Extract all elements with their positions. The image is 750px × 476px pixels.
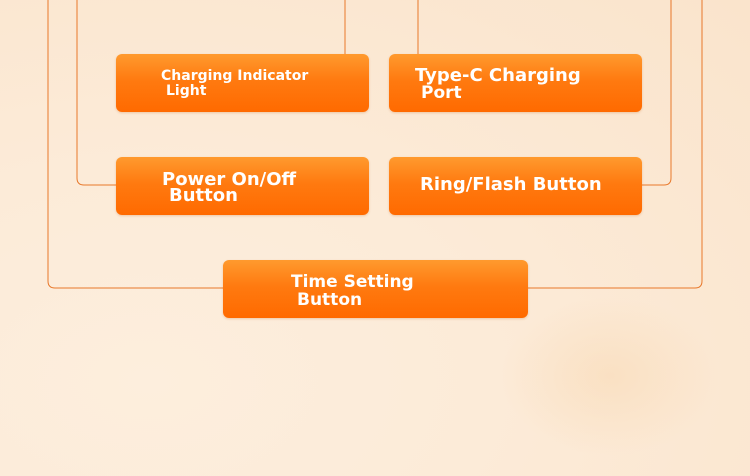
charging-indicator-line1: Charging Indicator (161, 67, 309, 84)
ring-flash-line1: Ring/Flash Button (420, 174, 602, 195)
connector-time-setting-right (528, 0, 703, 289)
type-c-charging-port-label: Type-C Charging Port (389, 54, 642, 112)
time-setting-button-label: Time Setting Button (223, 260, 528, 318)
connector-power-button (76, 0, 116, 186)
charging-indicator-line2: Light (166, 82, 207, 99)
connector-time-setting-left (47, 0, 223, 289)
time-setting-line1: Time Setting (291, 271, 414, 292)
power-on-off-button-label: Power On/Off Button (116, 157, 369, 215)
charging-indicator-light-label: Charging Indicator Light (116, 54, 369, 112)
power-line2: Button (169, 185, 238, 206)
time-setting-line2: Button (297, 289, 363, 310)
connector-ring-flash-button (642, 0, 672, 186)
background-glow (500, 296, 720, 456)
power-line1: Power On/Off (162, 169, 297, 190)
ring-flash-button-label: Ring/Flash Button (389, 157, 642, 215)
type-c-line2: Port (421, 82, 462, 103)
type-c-line1: Type-C Charging (415, 64, 581, 86)
